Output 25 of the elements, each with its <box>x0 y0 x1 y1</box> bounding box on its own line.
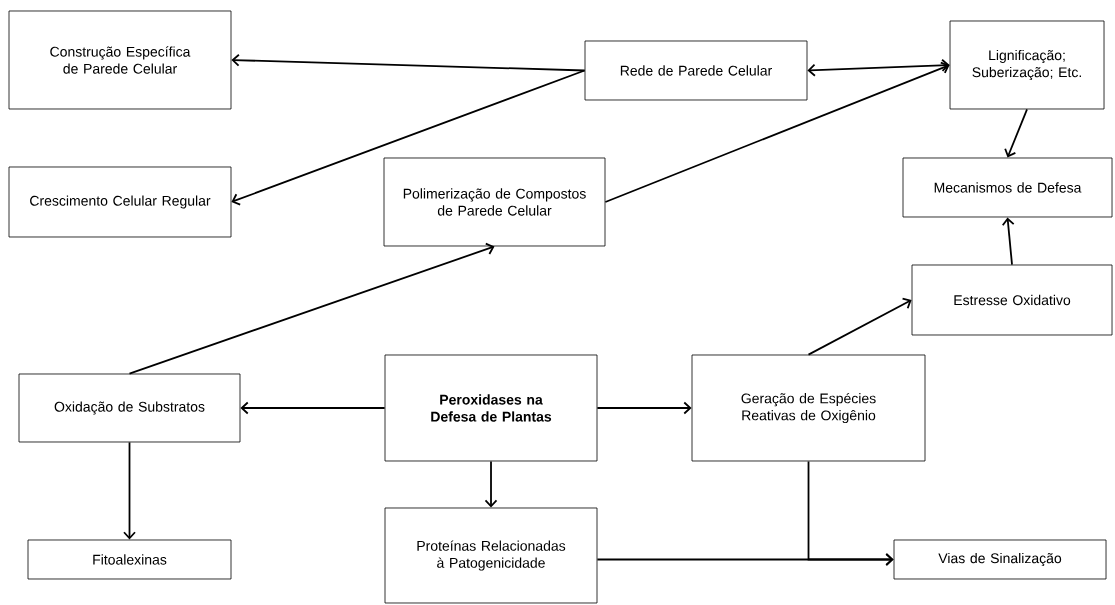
arrow <box>807 460 894 566</box>
double-arrow <box>807 58 950 77</box>
arrow <box>123 441 136 540</box>
arrow <box>807 297 912 356</box>
process-box: Rede de Parede Celular <box>584 40 808 101</box>
process-box: Construção Específica de Parede Celular <box>8 10 232 110</box>
process-box: Proteínas Relacionadas à Patogenicidade <box>384 507 598 604</box>
process-box: Estresse Oxidativo <box>911 264 1113 336</box>
process-box: Geração de Espécies Reativas de Oxigênio <box>691 354 926 462</box>
process-box: Lignificação; Suberização; Etc. <box>949 20 1105 110</box>
arrow <box>484 460 498 508</box>
arrow <box>596 401 692 415</box>
process-box: Peroxidases na Defesa de Plantas <box>384 354 598 462</box>
arrow <box>128 242 495 375</box>
process-box: Mecanismos de Defesa <box>902 157 1113 218</box>
arrow <box>604 61 950 203</box>
process-box: Oxidação de Substratos <box>18 373 241 443</box>
arrow <box>1001 217 1015 266</box>
process-box: Fitoalexinas <box>27 539 232 580</box>
arrow <box>1004 108 1028 158</box>
process-box: Vias de Sinalização <box>893 539 1107 580</box>
arrow <box>231 69 586 206</box>
process-box: Polimerização de Compostos de Parede Celular <box>383 157 606 247</box>
process-box: Crescimento Celular Regular <box>8 166 232 238</box>
arrow <box>240 401 386 415</box>
